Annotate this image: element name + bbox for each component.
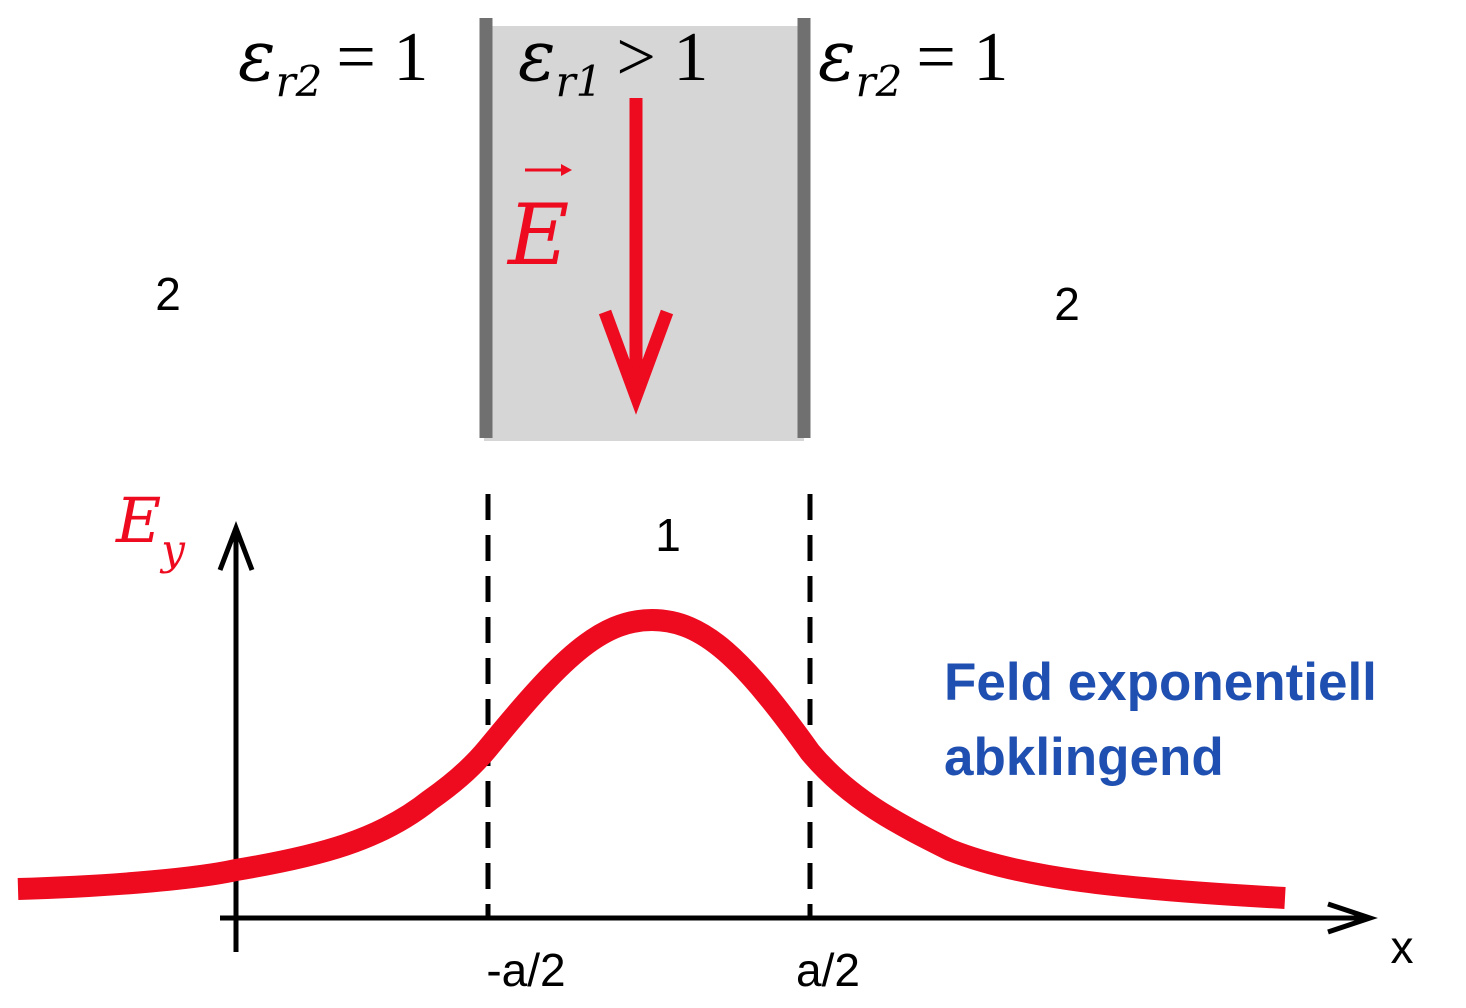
eps-left-subscript: r2 — [276, 57, 323, 106]
permittivity-slab-label: εr1 > 1 — [518, 15, 708, 106]
eps-slab-symbol: ε — [518, 15, 556, 97]
x-axis-label: x — [1391, 921, 1414, 973]
note-line-1: Feld exponentiell — [944, 653, 1377, 712]
region-label-left: 2 — [155, 268, 181, 320]
vector-arrow-head — [561, 164, 572, 176]
y-axis-arrowhead — [217, 520, 255, 571]
e-vector-label-group: E — [506, 164, 572, 284]
region-label-right: 2 — [1054, 278, 1080, 330]
eps-slab-relation: > 1 — [616, 19, 708, 96]
tick-label-a-half: a/2 — [796, 944, 860, 996]
eps-right-relation: = 1 — [916, 19, 1008, 96]
eps-slab-subscript: r1 — [556, 57, 603, 106]
eps-right-subscript: r2 — [856, 57, 903, 106]
permittivity-right-label: εr2 = 1 — [818, 15, 1008, 106]
y-axis-label: Ey — [115, 484, 186, 574]
y-axis-symbol: E — [115, 484, 161, 557]
eps-left-symbol: ε — [238, 15, 276, 97]
y-axis-subscript: y — [159, 525, 186, 574]
e-vector-symbol: E — [506, 186, 569, 284]
eps-left-relation: = 1 — [336, 19, 428, 96]
region-label-center: 1 — [655, 509, 681, 561]
eps-right-symbol: ε — [818, 15, 856, 97]
permittivity-left-label: εr2 = 1 — [238, 15, 428, 106]
note-line-2: abklingend — [944, 728, 1224, 787]
x-axis-arrowhead — [1327, 901, 1378, 935]
e-field-arrow-head — [598, 309, 674, 415]
field-profile-curve — [17, 609, 1286, 909]
tick-label-minus-a-half: -a/2 — [486, 944, 565, 996]
